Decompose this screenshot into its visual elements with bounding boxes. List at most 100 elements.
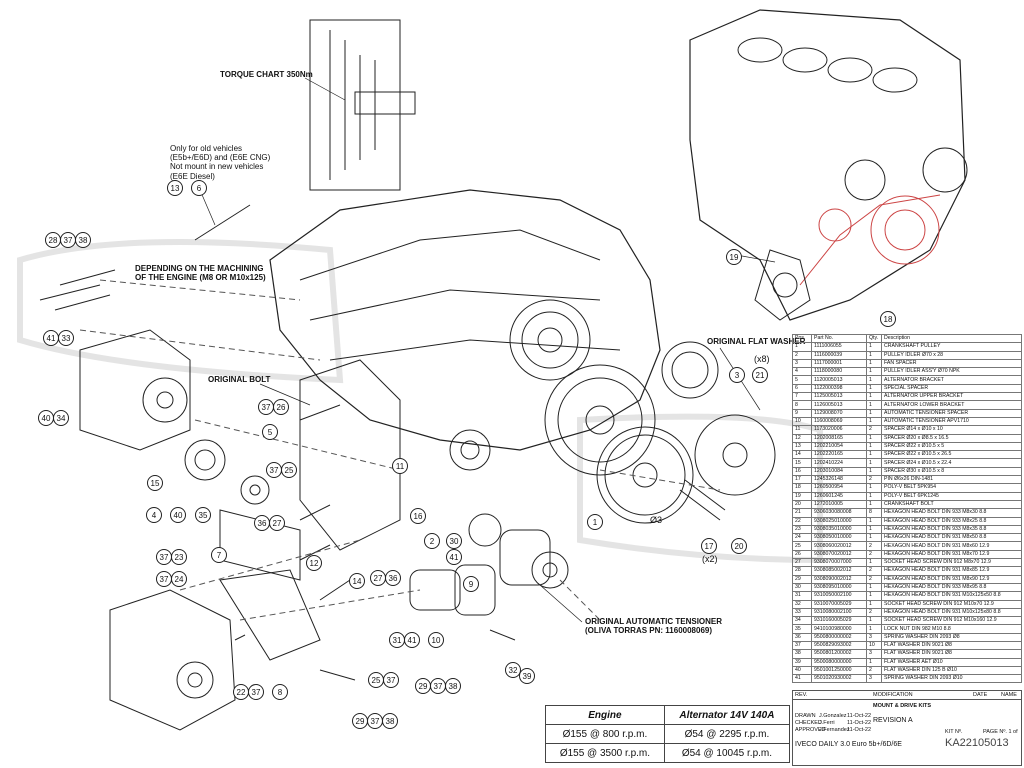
callout-4: 4: [146, 507, 162, 523]
callout-33: 33: [58, 330, 74, 346]
tb-drawn-by: J.Gonzalez: [819, 713, 847, 719]
parts-cell-pos: 9: [792, 408, 812, 418]
parts-cell-pos: 23: [792, 524, 812, 535]
parts-cell-partno: 1111006055: [811, 342, 867, 352]
parts-cell-partno: 1126005013: [811, 400, 867, 410]
tb-page-label: PAGE Nº. 1 of: [983, 729, 1018, 735]
parts-cell-pos: 2: [792, 350, 812, 360]
tb-drawn-label: DRAWN: [795, 713, 816, 719]
callout-25: 25: [281, 462, 297, 478]
parts-cell-pos: 38: [792, 649, 812, 659]
tb-approved-label: APPROVED: [795, 727, 826, 733]
parts-cell-qty: 2: [866, 425, 882, 435]
tb-date: DATE: [973, 692, 988, 698]
parts-cell-partno: 9308060020012: [811, 541, 867, 551]
speed-header-engine: Engine: [545, 705, 665, 725]
parts-cell-pos: 4: [792, 367, 812, 377]
callout-38b: 38: [382, 713, 398, 729]
callout-38c: 38: [445, 678, 461, 694]
callout-39: 39: [519, 668, 535, 684]
parts-cell-qty: 1: [866, 400, 882, 410]
parts-cell-qty: 1: [866, 350, 882, 360]
parts-cell-pos: 34: [792, 616, 812, 626]
speed-row-2: Ø155 @ 3500 r.p.m. Ø54 @ 10045 r.p.m.: [545, 743, 791, 763]
callout-26: 26: [273, 399, 289, 415]
parts-cell-desc: SOCKET HEAD SCREW DIN 912 M8x70 12.9: [881, 557, 1022, 568]
parts-cell-desc: SOCKET HEAD SCREW DIN 912 M10x70 12.9: [881, 599, 1022, 609]
parts-cell-partno: 1129008070: [811, 408, 867, 418]
parts-cell-partno: 1116000039: [811, 350, 867, 360]
torque-chart-label: TORQUE CHART 350Nm: [220, 70, 313, 79]
parts-cell-desc: SOCKET HEAD SCREW DIN 912 M10x160 12.9: [881, 616, 1022, 626]
callout-22: 22: [233, 684, 249, 700]
parts-cell-qty: 1: [866, 624, 882, 634]
callout-37e: 37: [156, 571, 172, 587]
parts-cell-pos: 3: [792, 358, 812, 369]
parts-cell-partno: 9308095010000: [811, 582, 867, 593]
callout-17: 17: [701, 538, 717, 554]
parts-header-pos: Pos.: [792, 333, 812, 344]
parts-cell-pos: 21: [792, 508, 812, 518]
callout-37d: 37: [156, 549, 172, 565]
callout-29: 29: [352, 713, 368, 729]
parts-cell-partno: 1202210054: [811, 441, 867, 452]
speed-engine-1: Ø155 @ 800 r.p.m.: [545, 724, 665, 744]
callout-5: 5: [262, 424, 278, 440]
x2-label: (x2): [702, 554, 718, 564]
tb-name: NAME: [1001, 692, 1017, 698]
parts-cell-partno: 9306030080008: [811, 508, 867, 518]
callout-27b: 27: [370, 570, 386, 586]
parts-cell-partno: 9308070020012: [811, 549, 867, 560]
callout-2: 2: [424, 533, 440, 549]
callout-10: 10: [428, 632, 444, 648]
parts-cell-partno: 1202410224: [811, 458, 867, 468]
callout-28: 28: [45, 232, 61, 248]
parts-cell-partno: 1117000001: [811, 358, 867, 369]
parts-cell-desc: LOCK NUT DIN 982 M10 8.8: [881, 624, 1022, 634]
parts-cell-partno: 9308085002012: [811, 566, 867, 576]
parts-cell-partno: 9308035010000: [811, 524, 867, 535]
callout-25b: 25: [368, 672, 384, 688]
parts-cell-pos: 22: [792, 516, 812, 526]
parts-header-qty: Qty.: [866, 333, 882, 344]
parts-cell-desc: SPECIAL SPACER: [881, 383, 1022, 394]
old-vehicles-line-3: Not mount in new vehicles: [170, 162, 264, 172]
parts-header-partno: Part No.: [811, 333, 867, 344]
parts-cell-pos: 27: [792, 557, 812, 568]
callout-40b: 40: [170, 507, 186, 523]
parts-cell-pos: 8: [792, 400, 812, 410]
speed-engine-2: Ø155 @ 3500 r.p.m.: [545, 743, 665, 763]
old-vehicles-line-4: (E6E Diesel): [170, 171, 215, 181]
tensioner-line-1: ORIGINAL AUTOMATIC TENSIONER: [585, 617, 723, 626]
parts-cell-partno: 1260500954: [811, 483, 867, 493]
parts-cell-qty: 3: [866, 674, 882, 684]
parts-cell-qty: 1: [866, 358, 882, 369]
parts-cell-qty: 2: [866, 541, 882, 551]
callout-36: 36: [254, 515, 270, 531]
parts-cell-qty: 2: [866, 607, 882, 618]
parts-cell-qty: 2: [866, 574, 882, 584]
speed-table: Engine Alternator 14V 140A Ø155 @ 800 r.…: [545, 705, 791, 763]
callout-34: 34: [53, 410, 69, 426]
parts-cell-desc: PIN Ø6x26 DIN-1481: [881, 475, 1022, 485]
parts-cell-qty: 1: [866, 657, 882, 667]
parts-cell-desc: AUTOMATIC TENSIONER APV1710: [881, 416, 1022, 427]
parts-cell-partno: 9501020930002: [811, 674, 867, 684]
callout-41c: 41: [446, 549, 462, 565]
parts-cell-partno: 1160008069: [811, 416, 867, 427]
